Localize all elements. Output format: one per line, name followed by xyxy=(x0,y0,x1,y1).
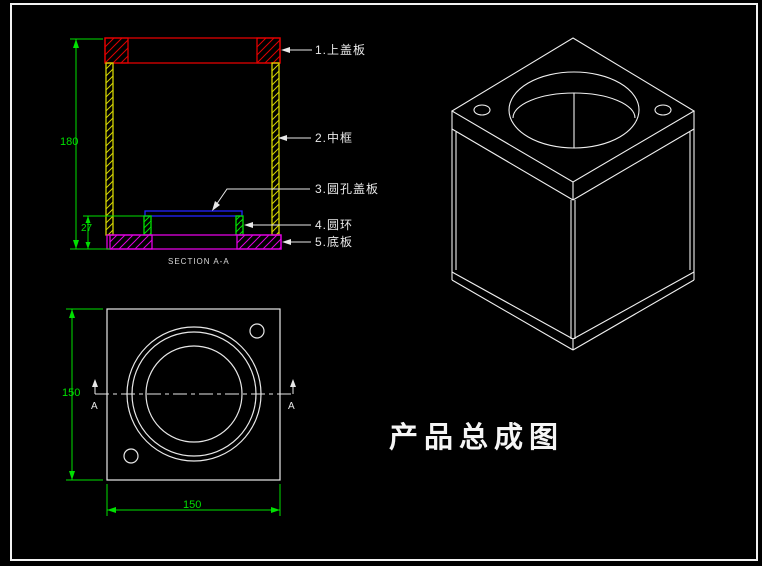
dim-27-label: 27 xyxy=(81,223,93,234)
iso-hole-right xyxy=(654,104,672,116)
top-view xyxy=(66,308,296,516)
section-caption: SECTION A-A xyxy=(168,257,230,266)
corner-hole-bottom-left xyxy=(123,448,139,464)
dim-150-bottom-label: 150 xyxy=(183,499,202,511)
dim-180-lines xyxy=(70,38,110,250)
part-label-ring: 4.圆环 xyxy=(315,218,354,232)
part-label-hole-cover: 3.圆孔盖板 xyxy=(315,182,380,196)
section-mark-a-left: A xyxy=(91,401,98,412)
isometric-view xyxy=(450,37,696,351)
base-plate xyxy=(106,234,282,250)
section-mark-a-right: A xyxy=(288,401,295,412)
dim-150-left-lines xyxy=(66,308,103,481)
section-view xyxy=(70,37,312,250)
inner-circle xyxy=(145,345,243,443)
drawing-title: 产品总成图 xyxy=(389,422,565,454)
section-line xyxy=(92,379,296,395)
iso-hole-left xyxy=(473,104,491,116)
part-label-middle-frame: 2.中框 xyxy=(315,131,354,145)
leader-lines xyxy=(212,47,312,245)
dim-150-bottom-lines xyxy=(106,484,281,516)
dim-150-left-label: 150 xyxy=(62,387,81,399)
dim-180-label: 180 xyxy=(60,136,79,148)
top-cover-plate xyxy=(104,37,281,64)
part-label-base-plate: 5.底板 xyxy=(315,235,354,249)
corner-hole-top-right xyxy=(249,323,265,339)
hole-cover-plate xyxy=(144,210,243,217)
part-label-top-cover: 1.上盖板 xyxy=(315,43,367,57)
iso-top-face xyxy=(450,37,696,183)
dim-27-lines xyxy=(83,215,144,249)
rings xyxy=(143,215,244,236)
middle-frame-walls xyxy=(105,62,280,236)
drawing-border xyxy=(10,3,758,561)
